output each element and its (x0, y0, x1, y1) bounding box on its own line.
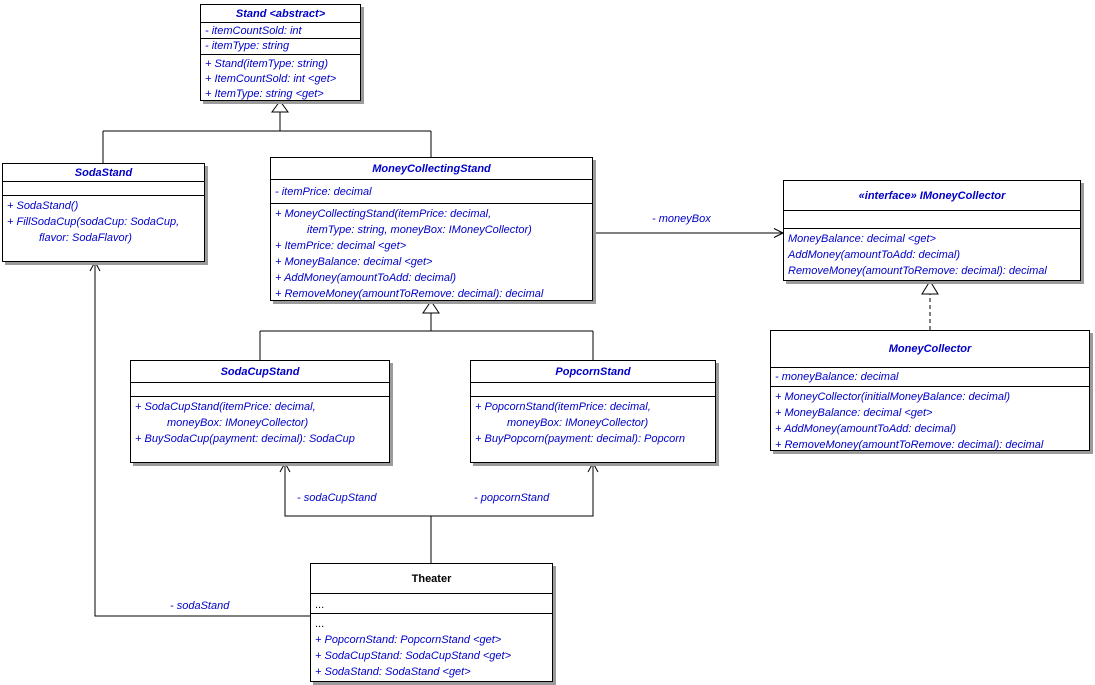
class-method: + SodaCupStand: SodaCupStand <get> (315, 650, 512, 662)
fields-compartment: - itemCountSold: int - itemType: string (201, 23, 360, 55)
fields-compartment (471, 383, 715, 397)
methods-compartment: + MoneyCollector(initialMoneyBalance: de… (771, 387, 1089, 453)
association-theater-popcornstand (430, 462, 599, 563)
open-arrow-icon (587, 462, 599, 473)
interface-imoneycollector[interactable]: «interface» IMoneyCollector MoneyBalance… (783, 180, 1081, 281)
association-theater-sodacupstand (279, 462, 432, 563)
class-method: + AddMoney(amountToAdd: decimal) (775, 423, 957, 435)
label-popcornstand: - popcornStand (474, 492, 550, 504)
fields-compartment (784, 211, 1080, 229)
methods-compartment: ... + PopcornStand: PopcornStand <get> +… (311, 614, 552, 681)
class-sodacupstand[interactable]: SodaCupStand + SodaCupStand(itemPrice: d… (130, 360, 390, 463)
class-moneycollectingstand[interactable]: MoneyCollectingStand - itemPrice: decima… (270, 157, 593, 301)
realization-moneycollector-imoneycollector (921, 280, 939, 330)
class-method: + RemoveMoney(amountToRemove: decimal): … (275, 288, 544, 300)
class-theater[interactable]: Theater ... ... + PopcornStand: PopcornS… (310, 563, 553, 682)
hollow-triangle-icon (921, 280, 939, 295)
label-moneybox: - moneyBox (652, 213, 711, 225)
class-method: + RemoveMoney(amountToRemove: decimal): … (775, 439, 1044, 451)
class-title: SodaCupStand (131, 361, 389, 383)
class-method: ... (315, 618, 325, 630)
interface-method: RemoveMoney(amountToRemove: decimal): de… (788, 265, 1047, 277)
class-method: + MoneyCollector(initialMoneyBalance: de… (775, 391, 1011, 403)
interface-method: MoneyBalance: decimal <get> (788, 233, 936, 245)
class-method: + SodaStand() (7, 200, 79, 212)
fields-compartment (3, 182, 204, 196)
methods-compartment: + Stand(itemType: string) + ItemCountSol… (201, 55, 360, 102)
class-method: + MoneyBalance: decimal <get> (775, 407, 933, 419)
class-title: Theater (311, 564, 552, 594)
class-method: + FillSodaCup(sodaCup: SodaCup, (7, 216, 180, 228)
class-method: + PopcornStand: PopcornStand <get> (315, 634, 502, 646)
class-title: SodaStand (3, 164, 204, 182)
association-theater-sodastand (89, 261, 310, 617)
class-method-continuation: moneyBox: IMoneyCollector) (507, 417, 649, 429)
hollow-triangle-icon (422, 300, 440, 314)
methods-compartment: + SodaStand() + FillSodaCup(sodaCup: Sod… (3, 196, 204, 261)
fields-compartment: ... (311, 594, 552, 614)
class-method: + ItemPrice: decimal <get> (275, 240, 407, 252)
methods-compartment: + SodaCupStand(itemPrice: decimal, money… (131, 397, 389, 462)
class-method: + MoneyBalance: decimal <get> (275, 256, 433, 268)
class-moneycollector[interactable]: MoneyCollector - moneyBalance: decimal +… (770, 330, 1090, 451)
class-method: + MoneyCollectingStand(itemPrice: decima… (275, 208, 492, 220)
class-title: Stand <abstract> (201, 5, 360, 23)
class-method: + BuySodaCup(payment: decimal): SodaCup (135, 433, 355, 445)
interface-title: «interface» IMoneyCollector (784, 181, 1080, 211)
class-method: + ItemCountSold: int <get> (205, 73, 337, 85)
class-method: + ItemType: string <get> (205, 88, 324, 100)
interface-method: AddMoney(amountToAdd: decimal) (788, 249, 961, 261)
methods-compartment: MoneyBalance: decimal <get> AddMoney(amo… (784, 229, 1080, 280)
class-field: - itemCountSold: int (201, 24, 360, 39)
class-field: ... (315, 599, 325, 611)
class-field: - itemPrice: decimal (275, 186, 372, 198)
generalization-sodastand-mcs-to-stand (102, 100, 432, 163)
open-arrow-icon (773, 228, 784, 238)
class-stand[interactable]: Stand <abstract> - itemCountSold: int - … (200, 4, 361, 101)
class-title: MoneyCollector (771, 331, 1089, 368)
class-sodastand[interactable]: SodaStand + SodaStand() + FillSodaCup(so… (2, 163, 205, 262)
class-method: + SodaStand: SodaStand <get> (315, 666, 471, 678)
fields-compartment: - itemPrice: decimal (271, 180, 592, 204)
hollow-triangle-icon (271, 100, 289, 113)
fields-compartment (131, 383, 389, 397)
class-method: + PopcornStand(itemPrice: decimal, (475, 401, 651, 413)
label-sodacupstand: - sodaCupStand (297, 492, 377, 504)
class-method-continuation: itemType: string, moneyBox: IMoneyCollec… (307, 224, 532, 236)
class-title: PopcornStand (471, 361, 715, 383)
class-method: + SodaCupStand(itemPrice: decimal, (135, 401, 316, 413)
generalization-scs-pcs-to-mcs (259, 300, 594, 360)
methods-compartment: + PopcornStand(itemPrice: decimal, money… (471, 397, 715, 462)
class-method: + Stand(itemType: string) (205, 58, 328, 70)
class-method-continuation: flavor: SodaFlavor) (39, 232, 132, 244)
fields-compartment: - moneyBalance: decimal (771, 368, 1089, 387)
label-sodastand: - sodaStand (170, 600, 230, 612)
class-method: + AddMoney(amountToAdd: decimal) (275, 272, 457, 284)
methods-compartment: + MoneyCollectingStand(itemPrice: decima… (271, 204, 592, 302)
association-moneybox-line (593, 228, 784, 238)
open-arrow-icon (279, 462, 291, 473)
class-field: - moneyBalance: decimal (775, 371, 899, 383)
class-popcornstand[interactable]: PopcornStand + PopcornStand(itemPrice: d… (470, 360, 716, 463)
class-field: - itemType: string (205, 40, 290, 52)
open-arrow-icon (89, 261, 101, 272)
class-method: + BuyPopcorn(payment: decimal): Popcorn (475, 433, 686, 445)
class-title: MoneyCollectingStand (271, 158, 592, 180)
class-method-continuation: moneyBox: IMoneyCollector) (167, 417, 309, 429)
